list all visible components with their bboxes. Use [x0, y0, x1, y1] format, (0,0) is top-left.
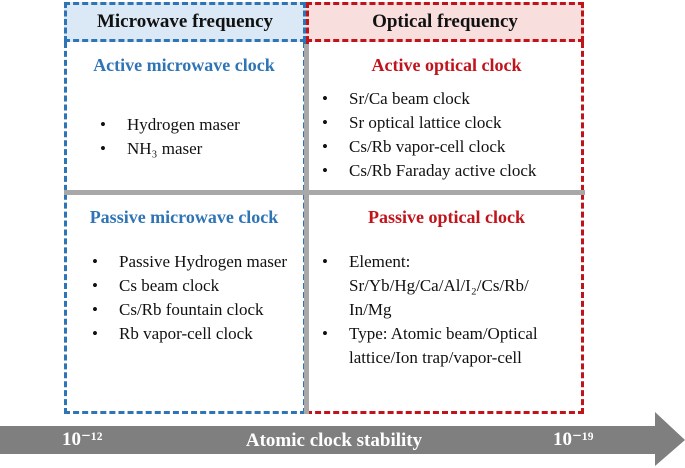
list-item: Passive Hydrogen maser — [92, 250, 297, 274]
list-item: Sr/Ca beam clock — [322, 87, 584, 111]
active-optical-list: Sr/Ca beam clock Sr optical lattice cloc… — [322, 87, 584, 183]
vertical-divider — [304, 44, 309, 414]
passive-optical-list: Element: Sr/Yb/Hg/Ca/Al/I₂/Cs/Rb/ In/Mg … — [322, 250, 572, 370]
stability-left-value: 10⁻¹² — [62, 429, 103, 450]
list-item: Cs beam clock — [92, 274, 297, 298]
passive-microwave-list: Passive Hydrogen maser Cs beam clock Cs/… — [92, 250, 297, 346]
optical-frequency-header: Optical frequency — [306, 2, 584, 42]
microwave-column-frame — [64, 42, 306, 414]
list-item: Cs/Rb vapor-cell clock — [322, 135, 584, 159]
passive-microwave-title: Passive microwave clock — [89, 207, 279, 227]
horizontal-divider — [64, 190, 585, 195]
list-item: Hydrogen maser — [100, 113, 300, 137]
microwave-frequency-label: Microwave frequency — [96, 11, 274, 32]
passive-optical-title: Passive optical clock — [368, 207, 525, 227]
list-item: Type: Atomic beam/Optical lattice/Ion tr… — [322, 322, 572, 370]
arrow-shape — [0, 412, 685, 466]
list-item: Cs/Rb fountain clock — [92, 298, 297, 322]
list-item: Element: Sr/Yb/Hg/Ca/Al/I₂/Cs/Rb/ In/Mg — [322, 250, 572, 322]
optical-frequency-label: Optical frequency — [372, 11, 518, 32]
list-item: Cs/Rb Faraday active clock — [322, 159, 584, 183]
stability-right-value: 10⁻¹⁹ — [553, 429, 594, 450]
list-item: Sr optical lattice clock — [322, 111, 584, 135]
list-item: Rb vapor-cell clock — [92, 322, 297, 346]
stability-arrow — [0, 412, 685, 466]
stability-axis-label: Atomic clock stability — [245, 430, 423, 451]
active-microwave-list: Hydrogen maser NH₃ maser — [100, 113, 300, 161]
list-item: NH₃ maser — [100, 137, 300, 161]
active-optical-title: Active optical clock — [371, 55, 522, 75]
active-microwave-title: Active microwave clock — [93, 55, 275, 75]
microwave-frequency-header: Microwave frequency — [64, 2, 306, 42]
